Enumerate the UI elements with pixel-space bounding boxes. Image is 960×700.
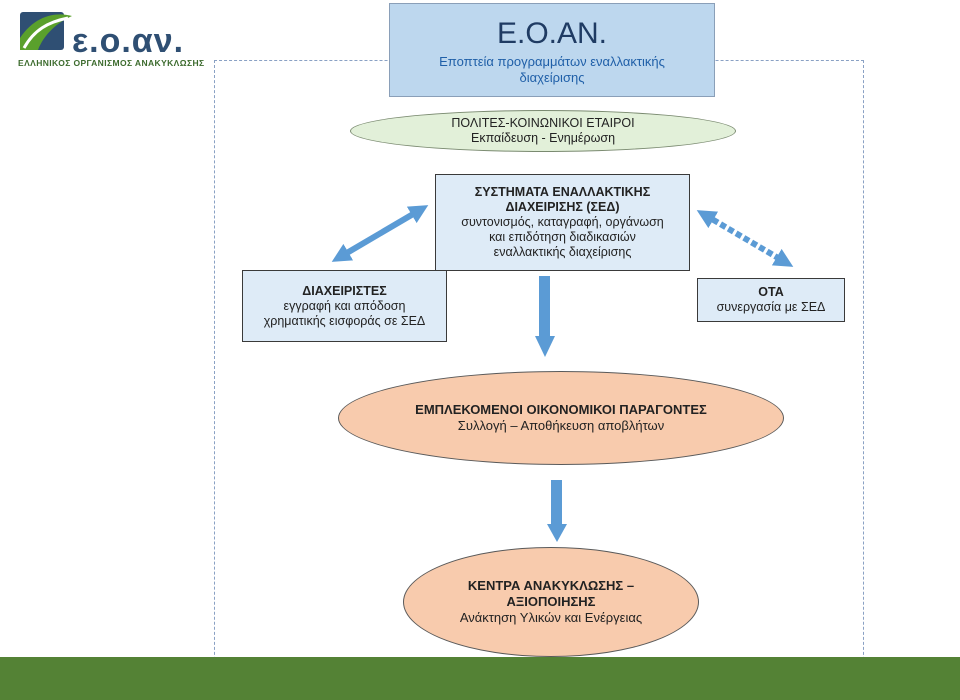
arrow-economic-recycling bbox=[547, 480, 567, 542]
header-subtitle: Εποπτεία προγραμμάτων εναλλακτικής διαχε… bbox=[439, 54, 665, 85]
logo bbox=[16, 8, 206, 70]
economic-node: ΕΜΠΛΕΚΟΜΕΝΟΙ ΟΙΚΟΝΟΜΙΚΟΙ ΠΑΡΑΓΟΝΤΕΣ Συλλ… bbox=[338, 371, 784, 465]
citizens-node: ΠΟΛΙΤΕΣ-ΚΟΙΝΩΝΙΚΟΙ ΕΤΑΙΡΟΙ Εκπαίδευση - … bbox=[350, 110, 736, 152]
arrow-managers-sed bbox=[331, 205, 429, 262]
sed-text: συντονισμός, καταγραφή, οργάνωση και επι… bbox=[461, 215, 664, 259]
arrow-sed-ota bbox=[696, 210, 794, 267]
economic-text: Συλλογή – Αποθήκευση αποβλήτων bbox=[457, 418, 665, 433]
footer-bar bbox=[0, 657, 960, 700]
sed-title: ΣΥΣΤΗΜΑΤΑ ΕΝΑΛΛΑΚΤΙΚΗΣ ΔΙΑΧΕΙΡΙΣΗΣ (ΣΕΔ) bbox=[474, 185, 651, 214]
header-box: Ε.Ο.ΑΝ. Εποπτεία προγραμμάτων εναλλακτικ… bbox=[389, 3, 715, 97]
ota-text: συνεργασία με ΣΕΔ bbox=[716, 300, 826, 314]
arrow-sed-economic bbox=[535, 276, 555, 357]
managers-node: ΔΙΑΧΕΙΡΙΣΤΕΣ εγγραφή και απόδοση χρηματι… bbox=[242, 270, 447, 342]
logo-subtitle: ΕΛΛΗΝΙΚΟΣ ΟΡΓΑΝΙΣΜΟΣ ΑΝΑΚΥΚΛΩΣΗΣ bbox=[18, 58, 205, 68]
citizens-text: Εκπαίδευση - Ενημέρωση bbox=[470, 131, 616, 145]
recycling-text: Ανάκτηση Υλικών και Ενέργειας bbox=[459, 610, 643, 625]
managers-text: εγγραφή και απόδοση χρηματικής εισφοράς … bbox=[263, 298, 426, 328]
ota-node: ΟΤΑ συνεργασία με ΣΕΔ bbox=[697, 278, 845, 322]
ota-title: ΟΤΑ bbox=[758, 285, 784, 299]
sed-node: ΣΥΣΤΗΜΑΤΑ ΕΝΑΛΛΑΚΤΙΚΗΣ ΔΙΑΧΕΙΡΙΣΗΣ (ΣΕΔ)… bbox=[435, 174, 690, 271]
recycling-title: ΚΕΝΤΡΑ ΑΝΑΚΥΚΛΩΣΗΣ – ΑΞΙΟΠΟΙΗΣΗΣ bbox=[467, 578, 635, 609]
citizens-title: ΠΟΛΙΤΕΣ-ΚΟΙΝΩΝΙΚΟΙ ΕΤΑΙΡΟΙ bbox=[451, 116, 635, 130]
managers-title: ΔΙΑΧΕΙΡΙΣΤΕΣ bbox=[302, 283, 387, 298]
logo-wordmark: ε.ο.αν. bbox=[72, 22, 185, 60]
header-title: Ε.Ο.ΑΝ. bbox=[496, 17, 608, 50]
recycling-node: ΚΕΝΤΡΑ ΑΝΑΚΥΚΛΩΣΗΣ – ΑΞΙΟΠΟΙΗΣΗΣ Ανάκτησ… bbox=[403, 547, 699, 657]
logo-mark-icon bbox=[20, 12, 72, 50]
economic-title: ΕΜΠΛΕΚΟΜΕΝΟΙ ΟΙΚΟΝΟΜΙΚΟΙ ΠΑΡΑΓΟΝΤΕΣ bbox=[415, 402, 707, 417]
